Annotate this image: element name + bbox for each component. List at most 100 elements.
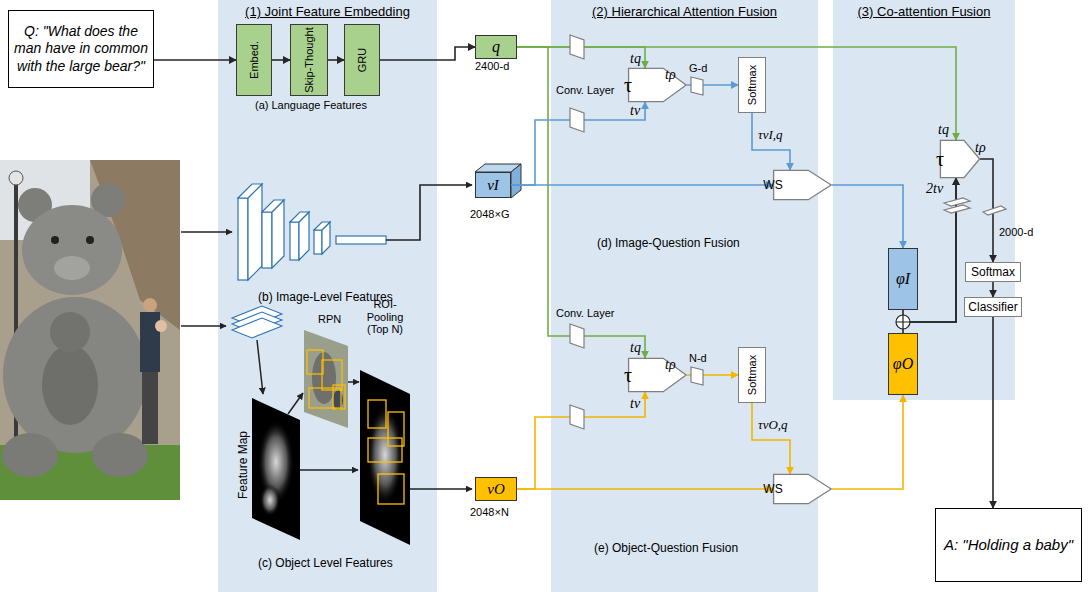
- language-layer: Skip-Thought: [290, 24, 328, 96]
- flow-arrow: [272, 59, 290, 61]
- cnn-figure: [248, 184, 262, 280]
- object-arrow: [257, 340, 263, 394]
- feature-vector-shape: [691, 77, 1006, 385]
- dimension-label: (a) Language Features: [255, 99, 367, 111]
- variable-label: tv: [630, 103, 640, 119]
- feature-stack: [232, 306, 282, 338]
- object-arrow: [410, 488, 472, 490]
- variable-label: tq: [630, 51, 641, 67]
- fusion-operator: τ: [940, 140, 980, 178]
- variable-label: tv: [630, 396, 640, 412]
- cnn-figure: [290, 222, 299, 260]
- pentagon-outline: [628, 358, 687, 392]
- object-arrow: [300, 469, 358, 471]
- rpn-image: [307, 350, 323, 374]
- pentagon-outline: [629, 358, 687, 391]
- flow-arrow: [992, 282, 994, 297]
- input-photo: [92, 433, 148, 477]
- conv-layer: [570, 35, 584, 59]
- sum-symbol: [896, 315, 910, 329]
- roi-map: [368, 438, 402, 462]
- input-photo: [142, 372, 158, 444]
- input-arrow: [181, 325, 226, 327]
- attention-label: τνO,q: [758, 417, 788, 433]
- feature-vector: q: [475, 35, 517, 59]
- text-box: Q: "What does the man have in common wit…: [8, 10, 154, 88]
- input-arrow: [181, 231, 232, 233]
- attended-feature: φO: [888, 333, 918, 395]
- cnn-figure: [262, 200, 284, 212]
- vector-cube: [475, 164, 521, 198]
- node-text: Softmax: [746, 355, 758, 395]
- vector-cube: [511, 164, 521, 198]
- dimension-label: 2048×N: [470, 506, 509, 518]
- conv-layer: [570, 108, 584, 132]
- feature-vector-shape: [691, 367, 703, 385]
- node-text: Softmax: [971, 265, 1015, 279]
- variable-label: tρ: [665, 357, 676, 373]
- dimension-label: 2000-d: [999, 226, 1033, 238]
- input-photo: [9, 171, 23, 185]
- node-text: νO: [487, 481, 505, 498]
- flow-arrow: [511, 184, 773, 186]
- dimension-label: Conv. Layer: [556, 84, 615, 96]
- conv-layer: [570, 324, 584, 348]
- roi-map: [360, 370, 410, 545]
- weighted-sum: WS: [773, 170, 832, 200]
- input-photo: [143, 298, 157, 312]
- caption-label: Feature Map: [236, 431, 250, 499]
- roi-map: [367, 405, 403, 505]
- dimension-label: Conv. Layer: [556, 307, 615, 319]
- caption-label: (b) Image-Level Features: [258, 290, 393, 304]
- panel-title: (1) Joint Feature Embedding: [218, 0, 437, 19]
- input-photo: [3, 297, 147, 453]
- flow-arrow: [328, 59, 344, 61]
- classifier-box: Classifier: [964, 297, 1021, 317]
- input-photo: [2, 433, 58, 477]
- flow-arrow: [832, 185, 903, 248]
- attended-feature: φI: [888, 248, 918, 310]
- flow-arrow: [752, 403, 790, 474]
- cnn-output-line: [386, 185, 472, 240]
- flow-arrow: [832, 395, 903, 489]
- node-text: τ: [624, 74, 632, 97]
- panel-band-fill: [833, 0, 1015, 400]
- panel-title: (2) Hierarchical Attention Fusion: [551, 0, 818, 19]
- node-text: Classifier: [968, 300, 1017, 314]
- fusion-operator: τ: [628, 358, 687, 392]
- feature-map: [252, 398, 300, 540]
- node-text: A: "Holding a baby": [944, 536, 1073, 554]
- softmax-box: Softmax: [965, 262, 1021, 282]
- input-photo: [155, 320, 167, 332]
- caption-label: (e) Object-Question Fusion: [594, 541, 738, 555]
- node-text: WS: [763, 178, 782, 192]
- cnn-output-line: [386, 185, 472, 240]
- input-photo: [0, 160, 180, 500]
- feature-stack: [232, 318, 282, 338]
- input-arrow: [181, 232, 232, 326]
- pentagon-outline: [629, 68, 687, 101]
- rpn-image: [304, 330, 348, 428]
- variable-label: 2tv: [926, 181, 943, 197]
- flow-arrow: [517, 47, 956, 140]
- object-arrow: [288, 393, 303, 414]
- input-photo: [42, 345, 98, 425]
- variable-label: tq: [938, 122, 949, 138]
- panel-band: (3) Co-attention Fusion τ φI φO SoftmaxClass…: [833, 0, 1015, 400]
- node-text: νI: [487, 177, 499, 194]
- input-photo: [54, 256, 90, 280]
- cnn-figure: [262, 212, 272, 268]
- feature-vector: νI: [475, 172, 511, 198]
- weighted-sum: WS: [773, 474, 832, 504]
- roi-map: [378, 474, 404, 504]
- cnn-figure: [314, 222, 330, 230]
- cnn-figure: [238, 198, 248, 280]
- language-layer: Embed.: [236, 24, 272, 96]
- cnn-figure: [238, 184, 262, 198]
- dimension-label: G-d: [689, 62, 707, 74]
- panel-title: (3) Co-attention Fusion: [833, 0, 1015, 19]
- flow-arrow: [517, 392, 645, 489]
- softmax-box: Softmax: [738, 347, 766, 403]
